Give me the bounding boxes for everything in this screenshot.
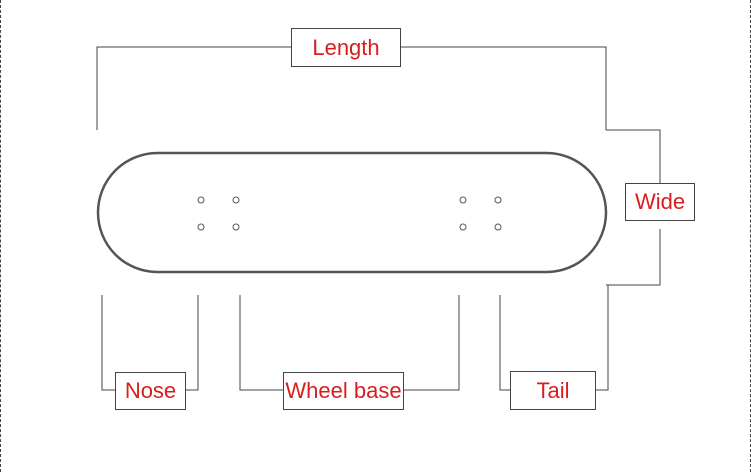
tail-bracket-right — [596, 285, 609, 391]
wheel-base-label: Wheel base — [283, 372, 404, 410]
tail-bracket-left — [499, 295, 510, 391]
tail-label: Tail — [510, 371, 596, 410]
wide-bracket-bottom — [606, 229, 661, 286]
truck-hole — [459, 196, 467, 204]
truck-hole — [232, 223, 240, 231]
nose-label: Nose — [115, 372, 186, 410]
truck-hole — [494, 223, 502, 231]
wide-label: Wide — [625, 183, 695, 221]
wheelbase-bracket-right — [404, 295, 460, 391]
nose-bracket-right — [186, 295, 199, 391]
length-bracket-right — [401, 46, 607, 130]
truck-hole — [494, 196, 502, 204]
front-truck-holes — [197, 196, 240, 231]
length-bracket — [96, 46, 291, 130]
length-label: Length — [291, 28, 401, 67]
skateboard-deck — [96, 151, 608, 274]
truck-hole — [197, 223, 205, 231]
rear-truck-holes — [459, 196, 502, 231]
truck-hole — [232, 196, 240, 204]
truck-hole — [459, 223, 467, 231]
truck-hole — [197, 196, 205, 204]
wheelbase-bracket-left — [239, 295, 283, 391]
wide-bracket-top — [606, 129, 661, 183]
nose-bracket-left — [101, 295, 115, 391]
